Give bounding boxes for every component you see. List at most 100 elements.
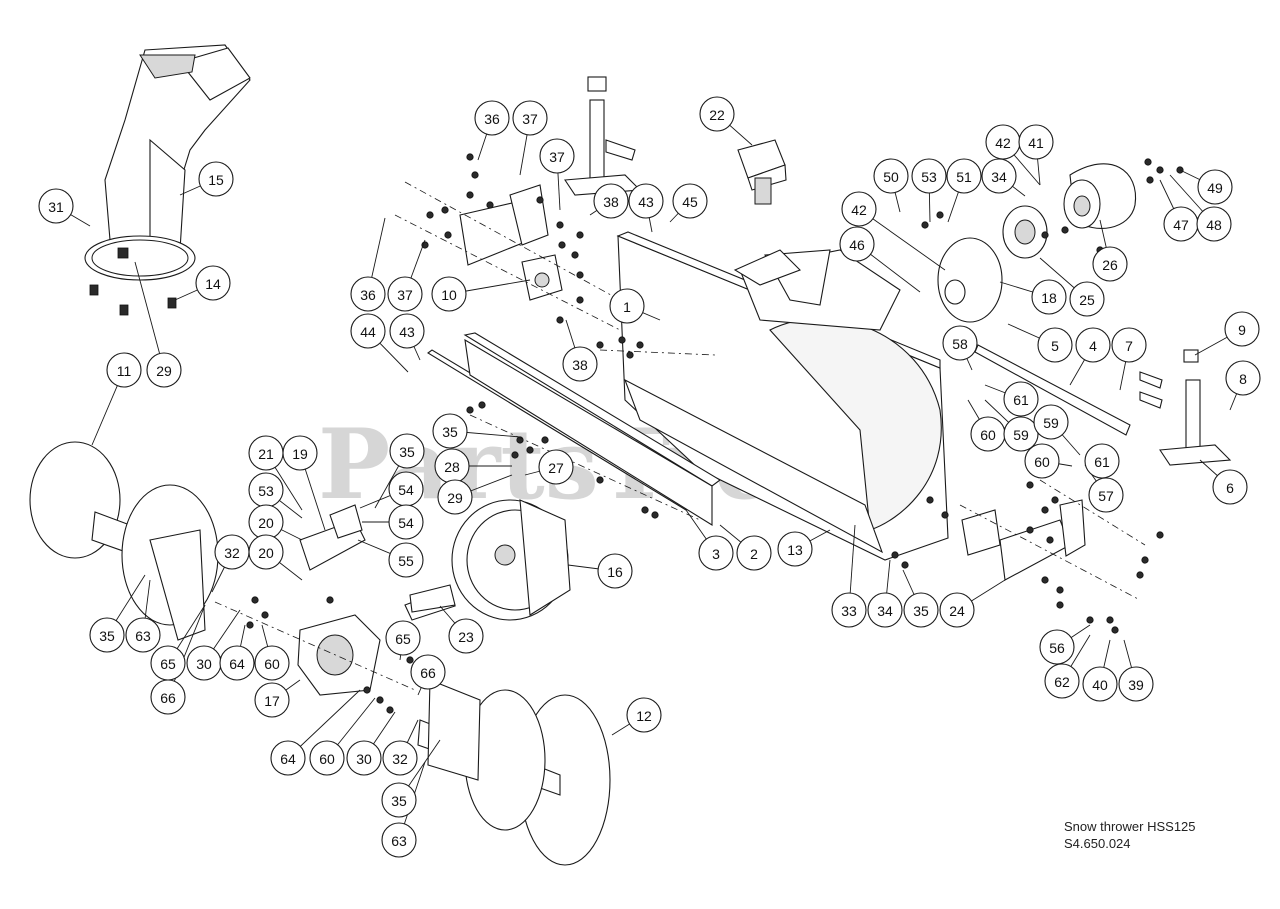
callout-1[interactable]: 1 <box>609 288 645 324</box>
callout-40[interactable]: 40 <box>1082 666 1118 702</box>
callout-60[interactable]: 60 <box>1024 443 1060 479</box>
callout-20[interactable]: 20 <box>248 534 284 570</box>
callout-33[interactable]: 33 <box>831 592 867 628</box>
callout-66[interactable]: 66 <box>150 679 186 715</box>
callout-31[interactable]: 31 <box>38 188 74 224</box>
callout-64[interactable]: 64 <box>219 645 255 681</box>
callout-43[interactable]: 43 <box>389 313 425 349</box>
callout-15[interactable]: 15 <box>198 161 234 197</box>
callout-14[interactable]: 14 <box>195 265 231 301</box>
callout-32[interactable]: 32 <box>382 740 418 776</box>
callout-36[interactable]: 36 <box>474 100 510 136</box>
callout-34[interactable]: 34 <box>981 158 1017 194</box>
callout-61[interactable]: 61 <box>1084 443 1120 479</box>
callout-59[interactable]: 59 <box>1033 404 1069 440</box>
callout-46[interactable]: 46 <box>839 226 875 262</box>
callout-39[interactable]: 39 <box>1118 666 1154 702</box>
callout-34[interactable]: 34 <box>867 592 903 628</box>
callout-19[interactable]: 19 <box>282 435 318 471</box>
callout-29[interactable]: 29 <box>437 479 473 515</box>
callout-10[interactable]: 10 <box>431 276 467 312</box>
callout-30[interactable]: 30 <box>346 740 382 776</box>
callout-54[interactable]: 54 <box>388 504 424 540</box>
callout-59[interactable]: 59 <box>1003 416 1039 452</box>
callout-12[interactable]: 12 <box>626 697 662 733</box>
callout-47[interactable]: 47 <box>1163 206 1199 242</box>
callout-number: 1 <box>623 299 631 315</box>
callout-53[interactable]: 53 <box>911 158 947 194</box>
callout-18[interactable]: 18 <box>1031 279 1067 315</box>
callout-51[interactable]: 51 <box>946 158 982 194</box>
callout-48[interactable]: 48 <box>1196 206 1232 242</box>
callout-38[interactable]: 38 <box>562 346 598 382</box>
callout-23[interactable]: 23 <box>448 618 484 654</box>
callout-21[interactable]: 21 <box>248 435 284 471</box>
callout-42[interactable]: 42 <box>985 124 1021 160</box>
callout-35[interactable]: 35 <box>432 413 468 449</box>
callout-22[interactable]: 22 <box>699 96 735 132</box>
callout-35[interactable]: 35 <box>89 617 125 653</box>
callout-20[interactable]: 20 <box>248 504 284 540</box>
callout-30[interactable]: 30 <box>186 645 222 681</box>
callout-35[interactable]: 35 <box>903 592 939 628</box>
callout-56[interactable]: 56 <box>1039 629 1075 665</box>
callout-3[interactable]: 3 <box>698 535 734 571</box>
callout-4[interactable]: 4 <box>1075 327 1111 363</box>
callout-54[interactable]: 54 <box>388 471 424 507</box>
callout-60[interactable]: 60 <box>309 740 345 776</box>
callout-37[interactable]: 37 <box>387 276 423 312</box>
callout-45[interactable]: 45 <box>672 183 708 219</box>
callout-65[interactable]: 65 <box>150 645 186 681</box>
callout-circle <box>214 534 250 570</box>
callout-63[interactable]: 63 <box>381 822 417 858</box>
callout-26[interactable]: 26 <box>1092 246 1128 282</box>
callout-57[interactable]: 57 <box>1088 477 1124 513</box>
callout-58[interactable]: 58 <box>942 325 978 361</box>
callout-35[interactable]: 35 <box>389 433 425 469</box>
callout-61[interactable]: 61 <box>1003 381 1039 417</box>
callout-37[interactable]: 37 <box>539 138 575 174</box>
callout-7[interactable]: 7 <box>1111 327 1147 363</box>
callout-11[interactable]: 11 <box>106 352 142 388</box>
callout-circle <box>387 276 423 312</box>
callout-55[interactable]: 55 <box>388 542 424 578</box>
callout-60[interactable]: 60 <box>970 416 1006 452</box>
callout-16[interactable]: 16 <box>597 553 633 589</box>
callout-62[interactable]: 62 <box>1044 663 1080 699</box>
callout-9[interactable]: 9 <box>1224 311 1260 347</box>
callout-6[interactable]: 6 <box>1212 469 1248 505</box>
callout-number: 23 <box>458 629 474 645</box>
callout-42[interactable]: 42 <box>841 191 877 227</box>
callout-27[interactable]: 27 <box>538 449 574 485</box>
callout-8[interactable]: 8 <box>1225 360 1261 396</box>
callout-29[interactable]: 29 <box>146 352 182 388</box>
callout-53[interactable]: 53 <box>248 472 284 508</box>
callout-28[interactable]: 28 <box>434 448 470 484</box>
callout-64[interactable]: 64 <box>270 740 306 776</box>
callout-25[interactable]: 25 <box>1069 281 1105 317</box>
callout-13[interactable]: 13 <box>777 531 813 567</box>
callout-17[interactable]: 17 <box>254 682 290 718</box>
callout-5[interactable]: 5 <box>1037 327 1073 363</box>
callout-43[interactable]: 43 <box>628 183 664 219</box>
callout-63[interactable]: 63 <box>125 617 161 653</box>
callout-24[interactable]: 24 <box>939 592 975 628</box>
fastener <box>1026 481 1034 489</box>
bracket-55 <box>299 504 366 571</box>
callout-35[interactable]: 35 <box>381 782 417 818</box>
callout-50[interactable]: 50 <box>873 158 909 194</box>
callout-60[interactable]: 60 <box>254 645 290 681</box>
callout-number: 41 <box>1028 135 1044 151</box>
callout-37[interactable]: 37 <box>512 100 548 136</box>
callout-65[interactable]: 65 <box>385 620 421 656</box>
callout-36[interactable]: 36 <box>350 276 386 312</box>
callout-49[interactable]: 49 <box>1197 169 1233 205</box>
callout-38[interactable]: 38 <box>593 183 629 219</box>
callout-44[interactable]: 44 <box>350 313 386 349</box>
callout-circle <box>474 100 510 136</box>
callout-2[interactable]: 2 <box>736 535 772 571</box>
callout-circle <box>873 158 909 194</box>
callout-41[interactable]: 41 <box>1018 124 1054 160</box>
callout-66[interactable]: 66 <box>410 654 446 690</box>
callout-32[interactable]: 32 <box>214 534 250 570</box>
